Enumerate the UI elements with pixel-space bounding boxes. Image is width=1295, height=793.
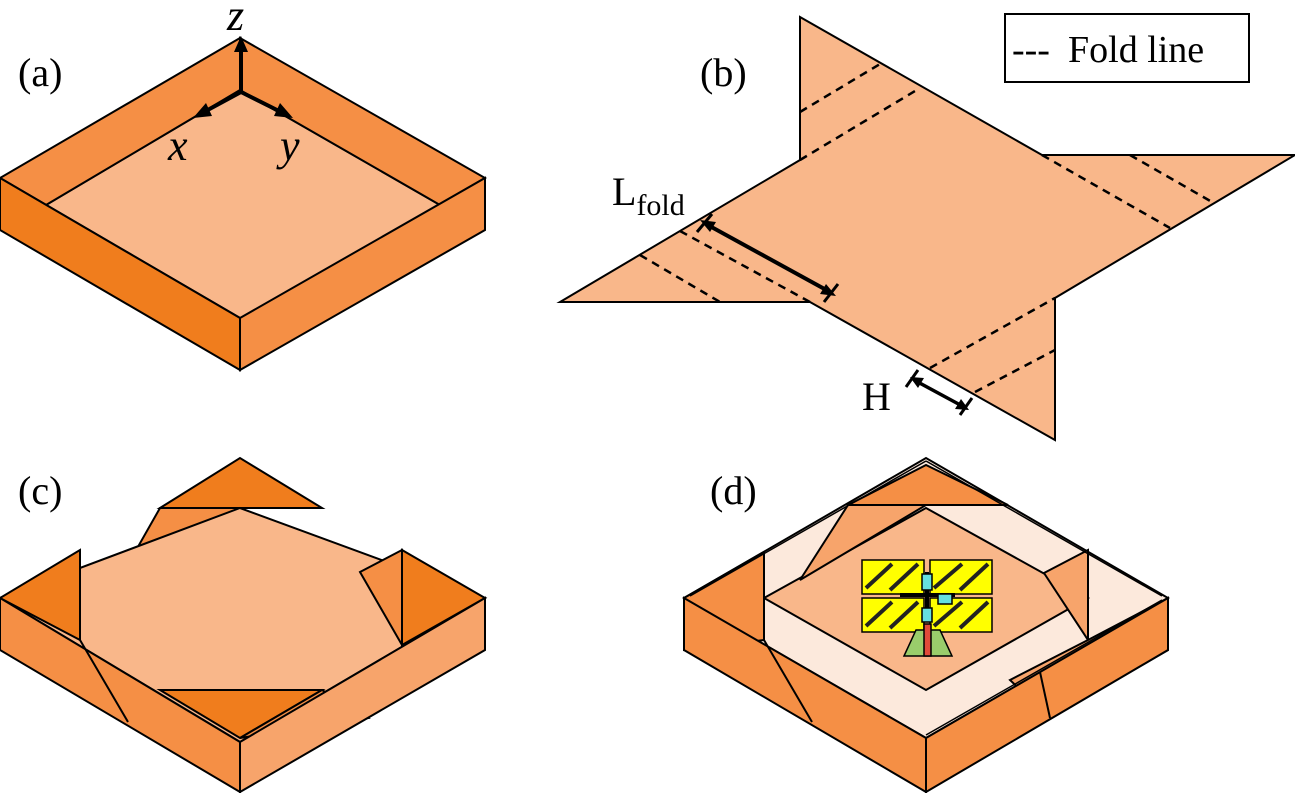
l-fold-tick-top [695,213,714,233]
fold-crease-c [79,639,129,723]
panel-d: (d) [682,456,1170,793]
h-arrowhead-top [910,377,924,388]
feed-connector-right [937,593,953,605]
panel-a: z x y (a) [0,0,487,372]
lid-rim-d-front [925,599,1163,736]
z-axis-label: z [226,0,244,40]
fold-lines-b [639,62,1213,394]
left-flap-c [0,548,81,642]
front-right-wall-d [925,596,1169,793]
legend-box [1004,13,1250,83]
feed-connector-bottom [921,607,933,623]
h-tick-left [904,369,920,388]
x-axis [203,90,242,114]
legend-dash-sample: --- [1012,29,1050,71]
y-axis-arrowhead [274,103,293,118]
y-axis-label: y [276,121,300,170]
panel-label-a: (a) [18,50,62,95]
fold-crease-d [763,639,813,723]
right-flap-c-side [358,548,403,649]
antenna-array [861,559,993,657]
box-a-front-right-wall [239,176,486,372]
y-axis [240,90,282,114]
h-tick-right [958,397,974,416]
front-right-wall-c [239,596,486,793]
back-flap-c [156,456,326,509]
lid-rim-d-left [689,460,927,597]
back-flap-d-side [799,504,930,581]
panel-label-b: (b) [700,50,747,95]
panel-b: Lfold H (b) [556,15,1295,442]
x-axis-label: x [167,121,188,170]
l-fold-arrow [705,222,831,294]
z-axis-arrowhead [234,36,248,52]
lid-rim-d-right [925,460,1163,597]
panel-label-c: (c) [18,468,62,513]
patch-slots [864,562,990,630]
net-b [556,15,1295,442]
panel-c: (c) [0,456,488,793]
h-arrow [913,378,965,409]
panel-label-d: (d) [710,468,757,513]
feed-connector-top [921,573,933,591]
h-label: H [862,374,891,419]
legend-text: Fold line [1068,29,1204,71]
feed-stem [923,623,932,657]
l-fold-label: Lfold [612,169,685,222]
fold-crease-d2 [1039,671,1051,719]
x-axis-arrowhead [193,103,212,118]
legend: --- Fold line [1004,13,1250,83]
l-fold-tick-bottom [822,283,840,303]
right-flap-d [1042,548,1089,644]
back-flap-d [847,463,1009,506]
